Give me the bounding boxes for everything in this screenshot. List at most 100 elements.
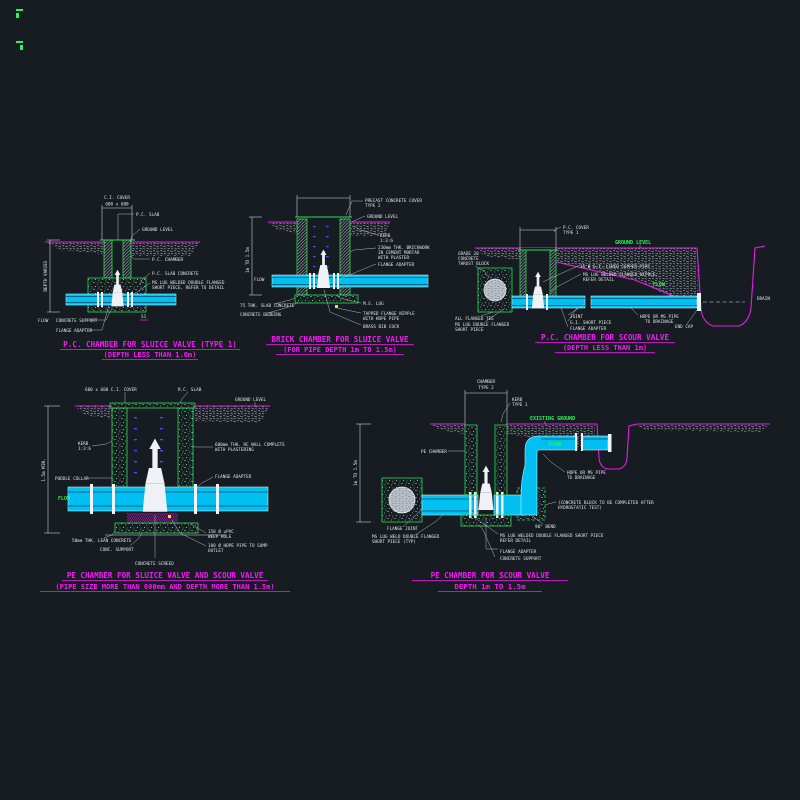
d5-adapter-label: FLANGE ADAPTER xyxy=(500,549,537,555)
d2-kerb-label-2: 1:3:6 xyxy=(380,238,393,244)
d5-flow-label: FLOW xyxy=(549,442,562,448)
d3-title: P.C. CHAMBER FOR SCOUR VALVE (DEPTH LESS… xyxy=(535,333,675,353)
d4-adapter-label: FLANGE ADAPTER xyxy=(215,474,252,480)
detail-brick-chamber-sluice-valve: PRECAST CONCRETE COVER TYPE 2 GROUND LEV… xyxy=(240,195,430,355)
d1-dimensions xyxy=(47,205,133,313)
d4-depth-label: 1.5m MIN. xyxy=(41,458,47,481)
d5-support-label: CONCRETE SUPPORT xyxy=(500,556,542,562)
d1-title-line2: (DEPTH LESS THAN 1.0m) xyxy=(104,351,197,359)
d4-weep-label-1: 150 Ø uPVC xyxy=(208,528,234,535)
d1-support-label: CONCRETE SUPPORT xyxy=(56,318,98,324)
d1-depth-label: DEPTH VARIES xyxy=(43,260,49,291)
d2-wall-label-1: 230mm THK. BRICKWORK xyxy=(378,245,430,251)
d5-fjoint-label: FLANGE JOINT xyxy=(387,526,418,532)
d3-title-line1: P.C. CHAMBER FOR SCOUR VALVE xyxy=(541,333,669,342)
d5-lugB-label-2: REFER DETAIL xyxy=(500,538,531,544)
d2-depth-label: 1m TO 1.5m xyxy=(245,247,251,273)
detail-pc-chamber-sluice-valve: C.I. COVER 600 x 600 P.C. SLAB GROUND LE… xyxy=(38,195,240,360)
d4-cover-label: 600 x 600 C.I. COVER xyxy=(85,387,137,393)
d4-pipe xyxy=(67,484,269,514)
d1-slab-label: P.C. SLAB xyxy=(136,212,160,218)
d4-dimensions xyxy=(44,405,60,534)
d3-drain-label-2: TO DRAINAGE xyxy=(645,319,674,325)
d5-lugB-label-1: MS LUG WELDED DOUBLE FLANGED SHORT PIECE xyxy=(500,533,604,539)
detail-pe-chamber-scour-valve: CHAMBER TYPE 2 KERB TYPE 1 EXISTING GROU… xyxy=(353,379,770,592)
d1-flow-label: FLOW xyxy=(38,318,49,324)
d1-cover-label: C.I. COVER xyxy=(104,195,130,201)
d3-labels: P.C. COVER TYPE 1 GROUND LEVEL GRADE 20 … xyxy=(455,225,770,333)
d3-title-line2: (DEPTH LESS THAN 1m) xyxy=(563,344,647,352)
d1-ground xyxy=(45,241,200,256)
d3-thrust-block xyxy=(477,267,513,313)
d4-bedding-hatch xyxy=(127,513,178,523)
d2-ground xyxy=(268,221,390,236)
d4-chamber xyxy=(105,402,225,536)
d3-tee-label: ALL FLANGED TEE xyxy=(455,316,494,322)
d4-kerb-label-1: KERB xyxy=(78,441,89,447)
d5-kerb-label-1: KERB xyxy=(512,397,523,403)
d3-joint-label: JOINT xyxy=(570,314,583,320)
d3-nipple-label-2: REFER DETAIL xyxy=(583,277,614,283)
d2-lug-label: M.S. LUG xyxy=(363,301,384,307)
d2-pipe xyxy=(271,273,429,289)
d3-leaders xyxy=(474,226,698,328)
d5-leaders xyxy=(402,402,566,558)
d2-chamber xyxy=(294,216,359,308)
d5-title-line1: PE CHAMBER FOR SCOUR VALVE xyxy=(431,571,550,580)
d1-title: P.C. CHAMBER FOR SLUICE VALVE (TYPE 1) (… xyxy=(60,340,240,360)
d5-chamber-label-2: TYPE 2 xyxy=(478,385,494,391)
d4-title-line2: (PIPE SIZE MORE THAN 600mm AND DEPTH MOR… xyxy=(55,583,274,591)
detail-pc-chamber-scour-valve: P.C. COVER TYPE 1 GROUND LEVEL GRADE 20 … xyxy=(455,225,770,353)
d3-pipe xyxy=(511,293,745,311)
d4-support-label: CONC. SUPPORT xyxy=(100,547,134,553)
d2-wall-label-3: WITH PLASTER xyxy=(378,255,409,261)
d2-labels: PRECAST CONCRETE COVER TYPE 2 GROUND LEV… xyxy=(240,198,430,330)
d2-ground-label: GROUND LEVEL xyxy=(367,214,398,220)
d5-title-line2: DEPTH 1m TO 1.5m xyxy=(454,582,526,591)
d5-bend-label: 90° BEND xyxy=(535,524,556,530)
d5-ground-label: EXISTING GROUND xyxy=(530,416,575,422)
d1-leaders xyxy=(88,213,151,331)
d3-flow-label: FLOW xyxy=(653,282,666,288)
d3-endcap-label: END CAP xyxy=(675,324,694,330)
d2-title: BRICK CHAMBER FOR SLUICE VALVE (FOR PIPE… xyxy=(266,335,414,355)
d3-ground-label: GROUND LEVEL xyxy=(615,240,651,246)
d1-lug-label-1: MS LUG WELDED DOUBLE FLANGED xyxy=(152,280,225,286)
d5-pipe xyxy=(421,433,612,518)
d1-section-label: S1 xyxy=(141,314,147,320)
d1-title-line1: P.C. CHAMBER FOR SLUICE VALVE (TYPE 1) xyxy=(63,340,237,349)
d3-short-label: G.I. SHORT PIECE xyxy=(570,320,612,326)
d4-wall-label-1: 600mm THK. RC WALL COMPLETE xyxy=(215,442,285,448)
d2-leaders xyxy=(267,200,379,326)
d5-lugA-label-1: MS LUG WELD DOUBLE FLANGED xyxy=(372,534,440,540)
d4-flow-label: FLOW xyxy=(58,496,71,502)
d5-depth-label: 1m TO 1.5m xyxy=(353,460,359,486)
d3-cover-label-1: P.C. COVER xyxy=(563,225,589,231)
d3-cover-label-2: TYPE 1 xyxy=(563,230,579,236)
d1-dim-label: 600 x 600 xyxy=(105,202,129,208)
d3-pipe-label: 25 Ø G.I. LINED COPPER PIPE xyxy=(580,263,650,270)
d4-title-line1: PE CHAMBER FOR SLUICE VALVE AND SCOUR VA… xyxy=(67,571,264,580)
d4-ground-label: GROUND LEVEL xyxy=(235,397,266,403)
d3-thrust-label-3: THRUST BLOCK xyxy=(458,261,489,267)
d1-adapter-label: FLANGE ADAPTER xyxy=(56,328,93,334)
d4-title: PE CHAMBER FOR SLUICE VALVE AND SCOUR VA… xyxy=(40,571,290,592)
d2-kerb-label-1: KERB xyxy=(380,233,391,239)
d2-precast-label-1: PRECAST CONCRETE COVER xyxy=(365,198,422,204)
d2-gate-valve xyxy=(317,249,330,288)
d4-screed-label: CONCRETE SCREED xyxy=(135,561,174,567)
d4-step-ticks xyxy=(134,417,163,474)
d3-dimensions xyxy=(519,227,557,250)
d3-lug-label-1: MS LUG DOUBLE FLANGED xyxy=(455,322,510,328)
d5-drain-label-1: HDPE OR MS PIPE xyxy=(567,470,606,476)
d4-lean-label: 50mm THK. LEAN CONCRETE xyxy=(72,538,132,544)
d5-chamber-label-1: CHAMBER xyxy=(477,379,496,385)
d5-kerb-label-2: TYPE 1 xyxy=(512,402,528,408)
corner-marks xyxy=(16,9,23,50)
d2-nipple-label-1: TAPPED FLANGE NIPPLE xyxy=(363,311,415,317)
d3-thrust-label-1: GRADE 20 xyxy=(458,251,479,257)
d3-chamber xyxy=(518,248,558,299)
d2-wall-label-2: IN CEMENT MORTAR xyxy=(378,250,420,256)
d4-wall-label-2: WITH PLASTERING xyxy=(215,447,254,453)
